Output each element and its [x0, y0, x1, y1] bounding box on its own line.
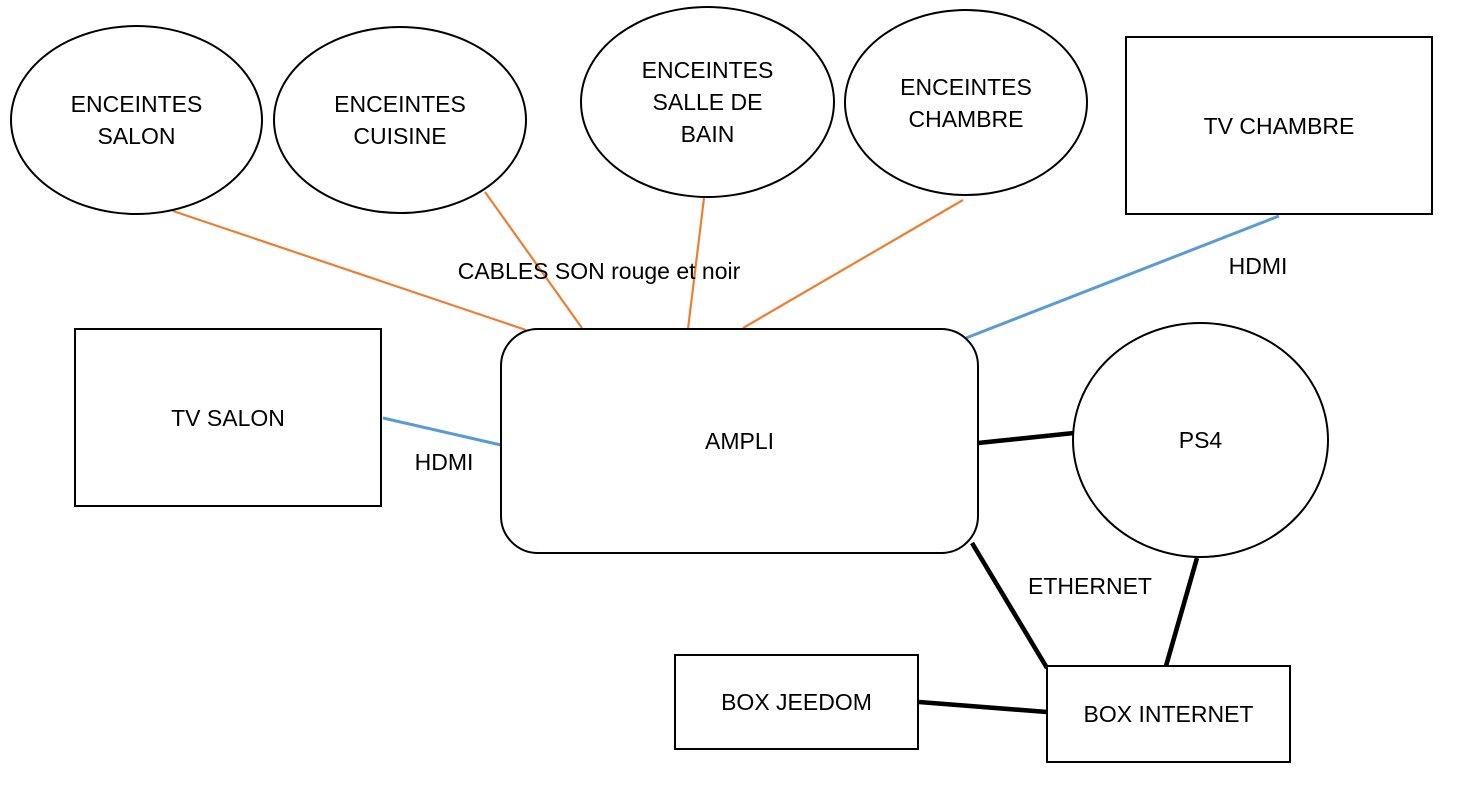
cable-son-line-chambre-ampli	[742, 199, 964, 329]
node-box-jeedom-label: BOX JEEDOM	[721, 689, 872, 715]
node-ampli: AMPLI	[500, 328, 979, 554]
node-box-internet-label: BOX INTERNET	[1083, 701, 1254, 727]
edge-label-hdmi-tv-salon: HDMI	[414, 449, 474, 475]
cable-son-line-cuisine-ampli	[484, 191, 583, 329]
node-enceintes-salon-label: ENCEINTES SALON	[70, 91, 203, 149]
cable-son-line-sdb-ampli	[686, 197, 706, 330]
node-tv-salon: TV SALON	[74, 328, 382, 507]
node-box-jeedom: BOX JEEDOM	[674, 654, 919, 750]
node-enceintes-salle-de-bain: ENCEINTES SALLE DE BAIN	[580, 6, 835, 198]
node-enceintes-chambre-label: ENCEINTES CHAMBRE	[900, 73, 1032, 132]
edge-label-hdmi-tv-chambre: HDMI	[1228, 253, 1288, 279]
node-ampli-label: AMPLI	[704, 428, 775, 454]
ethernet-line-ampli-boxinternet	[970, 541, 1049, 670]
node-ps4-label: PS4	[1178, 427, 1223, 453]
edge-label-ethernet: ETHERNET	[1028, 573, 1152, 599]
node-tv-chambre-label: TV CHAMBRE	[1203, 112, 1355, 139]
node-tv-salon-label: TV SALON	[171, 404, 285, 431]
hdmi-line-tvsalon-ampli	[382, 416, 502, 447]
node-box-internet: BOX INTERNET	[1046, 665, 1291, 763]
node-enceintes-salle-de-bain-label: ENCEINTES SALLE DE BAIN	[641, 57, 774, 147]
node-enceintes-chambre: ENCEINTES CHAMBRE	[844, 9, 1088, 196]
hdmi-line-tvchambre-ampli	[965, 214, 1280, 340]
ethernet-line-ps4-boxinternet	[1163, 557, 1200, 667]
node-enceintes-salon: ENCEINTES SALON	[10, 25, 263, 215]
node-enceintes-cuisine: ENCEINTES CUISINE	[273, 26, 527, 214]
ethernet-line-boxjeedom-boxinternet	[918, 699, 1048, 715]
node-ps4: PS4	[1072, 322, 1329, 558]
cable-son-line-salon-ampli	[172, 209, 527, 332]
node-enceintes-cuisine-label: ENCEINTES CUISINE	[334, 91, 466, 149]
edge-label-cables-son: CABLES SON rouge et noir	[457, 258, 741, 284]
ethernet-line-ampli-ps4	[977, 430, 1075, 446]
node-tv-chambre: TV CHAMBRE	[1125, 36, 1433, 215]
